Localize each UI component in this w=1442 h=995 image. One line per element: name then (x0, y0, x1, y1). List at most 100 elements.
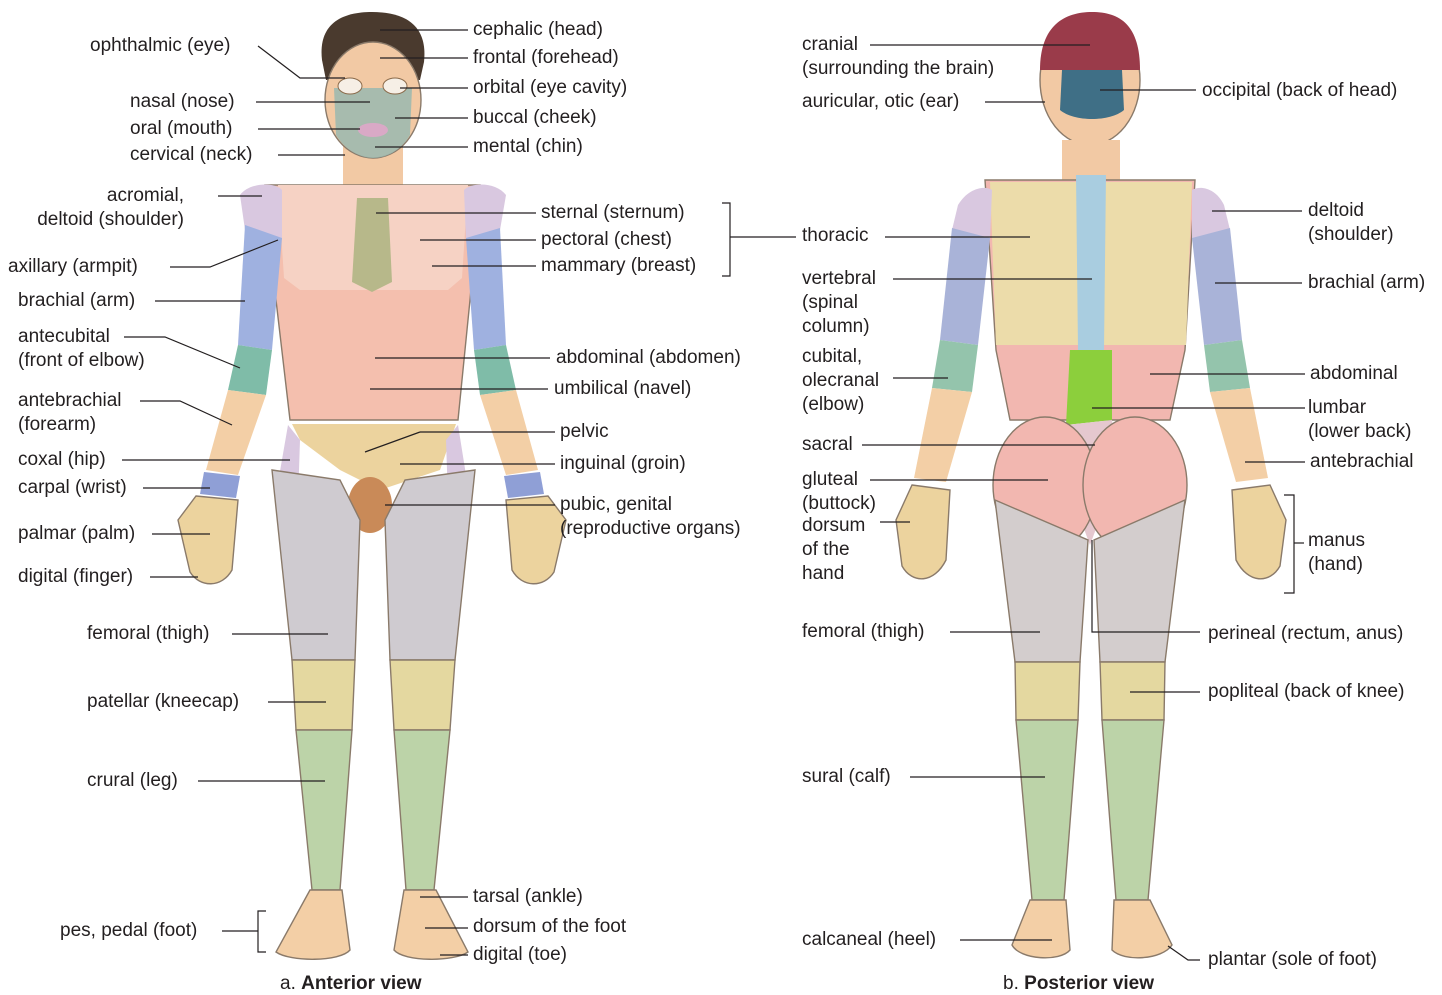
anterior-left-knee (292, 660, 355, 730)
posterior-right-knee (1100, 662, 1165, 720)
label-femoral-posterior: femoral (thigh) (802, 620, 925, 644)
label-orbital: orbital (eye cavity) (473, 76, 627, 100)
posterior-cranial-region (1040, 12, 1140, 70)
label-cranial: cranial (surrounding the brain) (802, 33, 994, 81)
label-dorsum-hand: dorsum of the hand (802, 514, 865, 586)
caption-posterior-prefix: b. (1003, 973, 1019, 994)
label-mental: mental (chin) (473, 135, 583, 159)
label-abdominal-anterior: abdominal (abdomen) (556, 346, 741, 370)
label-acromial: acromial, deltoid (shoulder) (20, 184, 184, 232)
label-vertebral: vertebral (spinal column) (802, 267, 876, 339)
label-pelvic: pelvic (560, 420, 609, 444)
anterior-left-forearm (206, 390, 266, 475)
anterior-left-arm (238, 225, 282, 350)
label-tarsal: tarsal (ankle) (473, 885, 583, 909)
label-patellar: patellar (kneecap) (87, 690, 239, 714)
anterior-right-arm (466, 228, 506, 350)
label-abdominal-posterior: abdominal (1310, 362, 1398, 386)
label-femoral-anterior: femoral (thigh) (87, 622, 210, 646)
label-sacral: sacral (802, 433, 853, 457)
posterior-vertebral-region (1076, 175, 1106, 350)
label-mammary: mammary (breast) (541, 254, 696, 278)
label-umbilical: umbilical (navel) (554, 377, 691, 401)
label-pes: pes, pedal (foot) (60, 919, 197, 943)
posterior-left-knee (1015, 662, 1080, 720)
anterior-right-foot (394, 890, 468, 959)
posterior-left-forearm (914, 388, 972, 482)
caption-posterior-title: Posterior view (1024, 973, 1154, 994)
label-popliteal: popliteal (back of knee) (1208, 680, 1404, 704)
label-brachial-posterior: brachial (arm) (1308, 271, 1425, 295)
label-antecubital: antecubital (front of elbow) (18, 325, 145, 373)
anterior-left-hand (178, 496, 238, 584)
posterior-left-arm (940, 228, 990, 345)
label-cubital: cubital, olecranal (elbow) (802, 345, 879, 417)
posterior-lumbar-region (1066, 350, 1112, 425)
label-cephalic: cephalic (head) (473, 18, 603, 42)
label-pectoral: pectoral (chest) (541, 228, 672, 252)
label-gluteal: gluteal (buttock) (802, 468, 876, 516)
label-sural: sural (calf) (802, 765, 891, 789)
label-digital-finger: digital (finger) (18, 565, 133, 589)
label-frontal: frontal (forehead) (473, 46, 619, 70)
anterior-right-knee (390, 660, 455, 730)
caption-posterior: b. Posterior view (1003, 973, 1154, 995)
label-palmar: palmar (palm) (18, 522, 135, 546)
posterior-right-leg (1102, 720, 1164, 900)
label-deltoid: deltoid (shoulder) (1308, 199, 1394, 247)
label-carpal: carpal (wrist) (18, 476, 127, 500)
label-brachial-anterior: brachial (arm) (18, 289, 135, 313)
posterior-left-elbow (932, 340, 978, 392)
label-buccal: buccal (cheek) (473, 106, 597, 130)
label-occipital: occipital (back of head) (1202, 79, 1397, 103)
anterior-left-leg (296, 730, 352, 890)
posterior-right-foot (1112, 900, 1172, 958)
posterior-left-foot (1012, 900, 1070, 958)
anterior-right-wrist (504, 472, 544, 498)
label-oral: oral (mouth) (130, 117, 232, 141)
anterior-mouth (358, 123, 388, 137)
posterior-figure (896, 12, 1286, 958)
posterior-right-forearm (1210, 388, 1268, 482)
label-nasal: nasal (nose) (130, 90, 235, 114)
label-coxal: coxal (hip) (18, 448, 106, 472)
anterior-right-hand (506, 496, 566, 584)
posterior-left-leg (1016, 720, 1078, 900)
anterior-eye-right (383, 78, 407, 94)
caption-anterior: a. Anterior view (280, 973, 422, 995)
label-perineal: perineal (rectum, anus) (1208, 622, 1403, 646)
label-thoracic: thoracic (802, 224, 869, 248)
label-dorsum-foot: dorsum of the foot (473, 915, 626, 939)
caption-anterior-prefix: a. (280, 973, 296, 994)
label-cervical: cervical (neck) (130, 143, 252, 167)
posterior-right-arm (1192, 228, 1242, 345)
label-calcaneal: calcaneal (heel) (802, 928, 936, 952)
label-inguinal: inguinal (groin) (560, 452, 686, 476)
label-manus: manus (hand) (1308, 529, 1365, 577)
anterior-left-elbow (228, 345, 272, 395)
posterior-neck (1062, 140, 1120, 180)
label-ophthalmic: ophthalmic (eye) (90, 34, 230, 58)
label-lumbar: lumbar (lower back) (1308, 396, 1411, 444)
anterior-right-leg (394, 730, 450, 890)
anterior-left-wrist (200, 472, 240, 498)
label-pubic: pubic, genital (reproductive organs) (560, 493, 741, 541)
caption-anterior-title: Anterior view (301, 973, 421, 994)
anterior-right-elbow (474, 345, 516, 395)
label-axillary: axillary (armpit) (8, 255, 138, 279)
anterior-left-thigh (272, 470, 360, 660)
anterior-left-foot (276, 890, 350, 959)
label-auricular: auricular, otic (ear) (802, 90, 959, 114)
label-plantar: plantar (sole of foot) (1208, 948, 1377, 972)
posterior-right-elbow (1204, 340, 1250, 392)
label-antebrachial-anterior: antebrachial (forearm) (18, 389, 122, 437)
label-sternal: sternal (sternum) (541, 201, 685, 225)
posterior-occipital-region (1060, 70, 1124, 119)
label-antebrachial-posterior: antebrachial (1310, 450, 1414, 474)
anterior-eye-left (338, 78, 362, 94)
label-crural: crural (leg) (87, 769, 178, 793)
anterior-sternal-region (352, 198, 392, 292)
posterior-right-hand (1232, 485, 1286, 579)
label-digital-toe: digital (toe) (473, 943, 567, 967)
